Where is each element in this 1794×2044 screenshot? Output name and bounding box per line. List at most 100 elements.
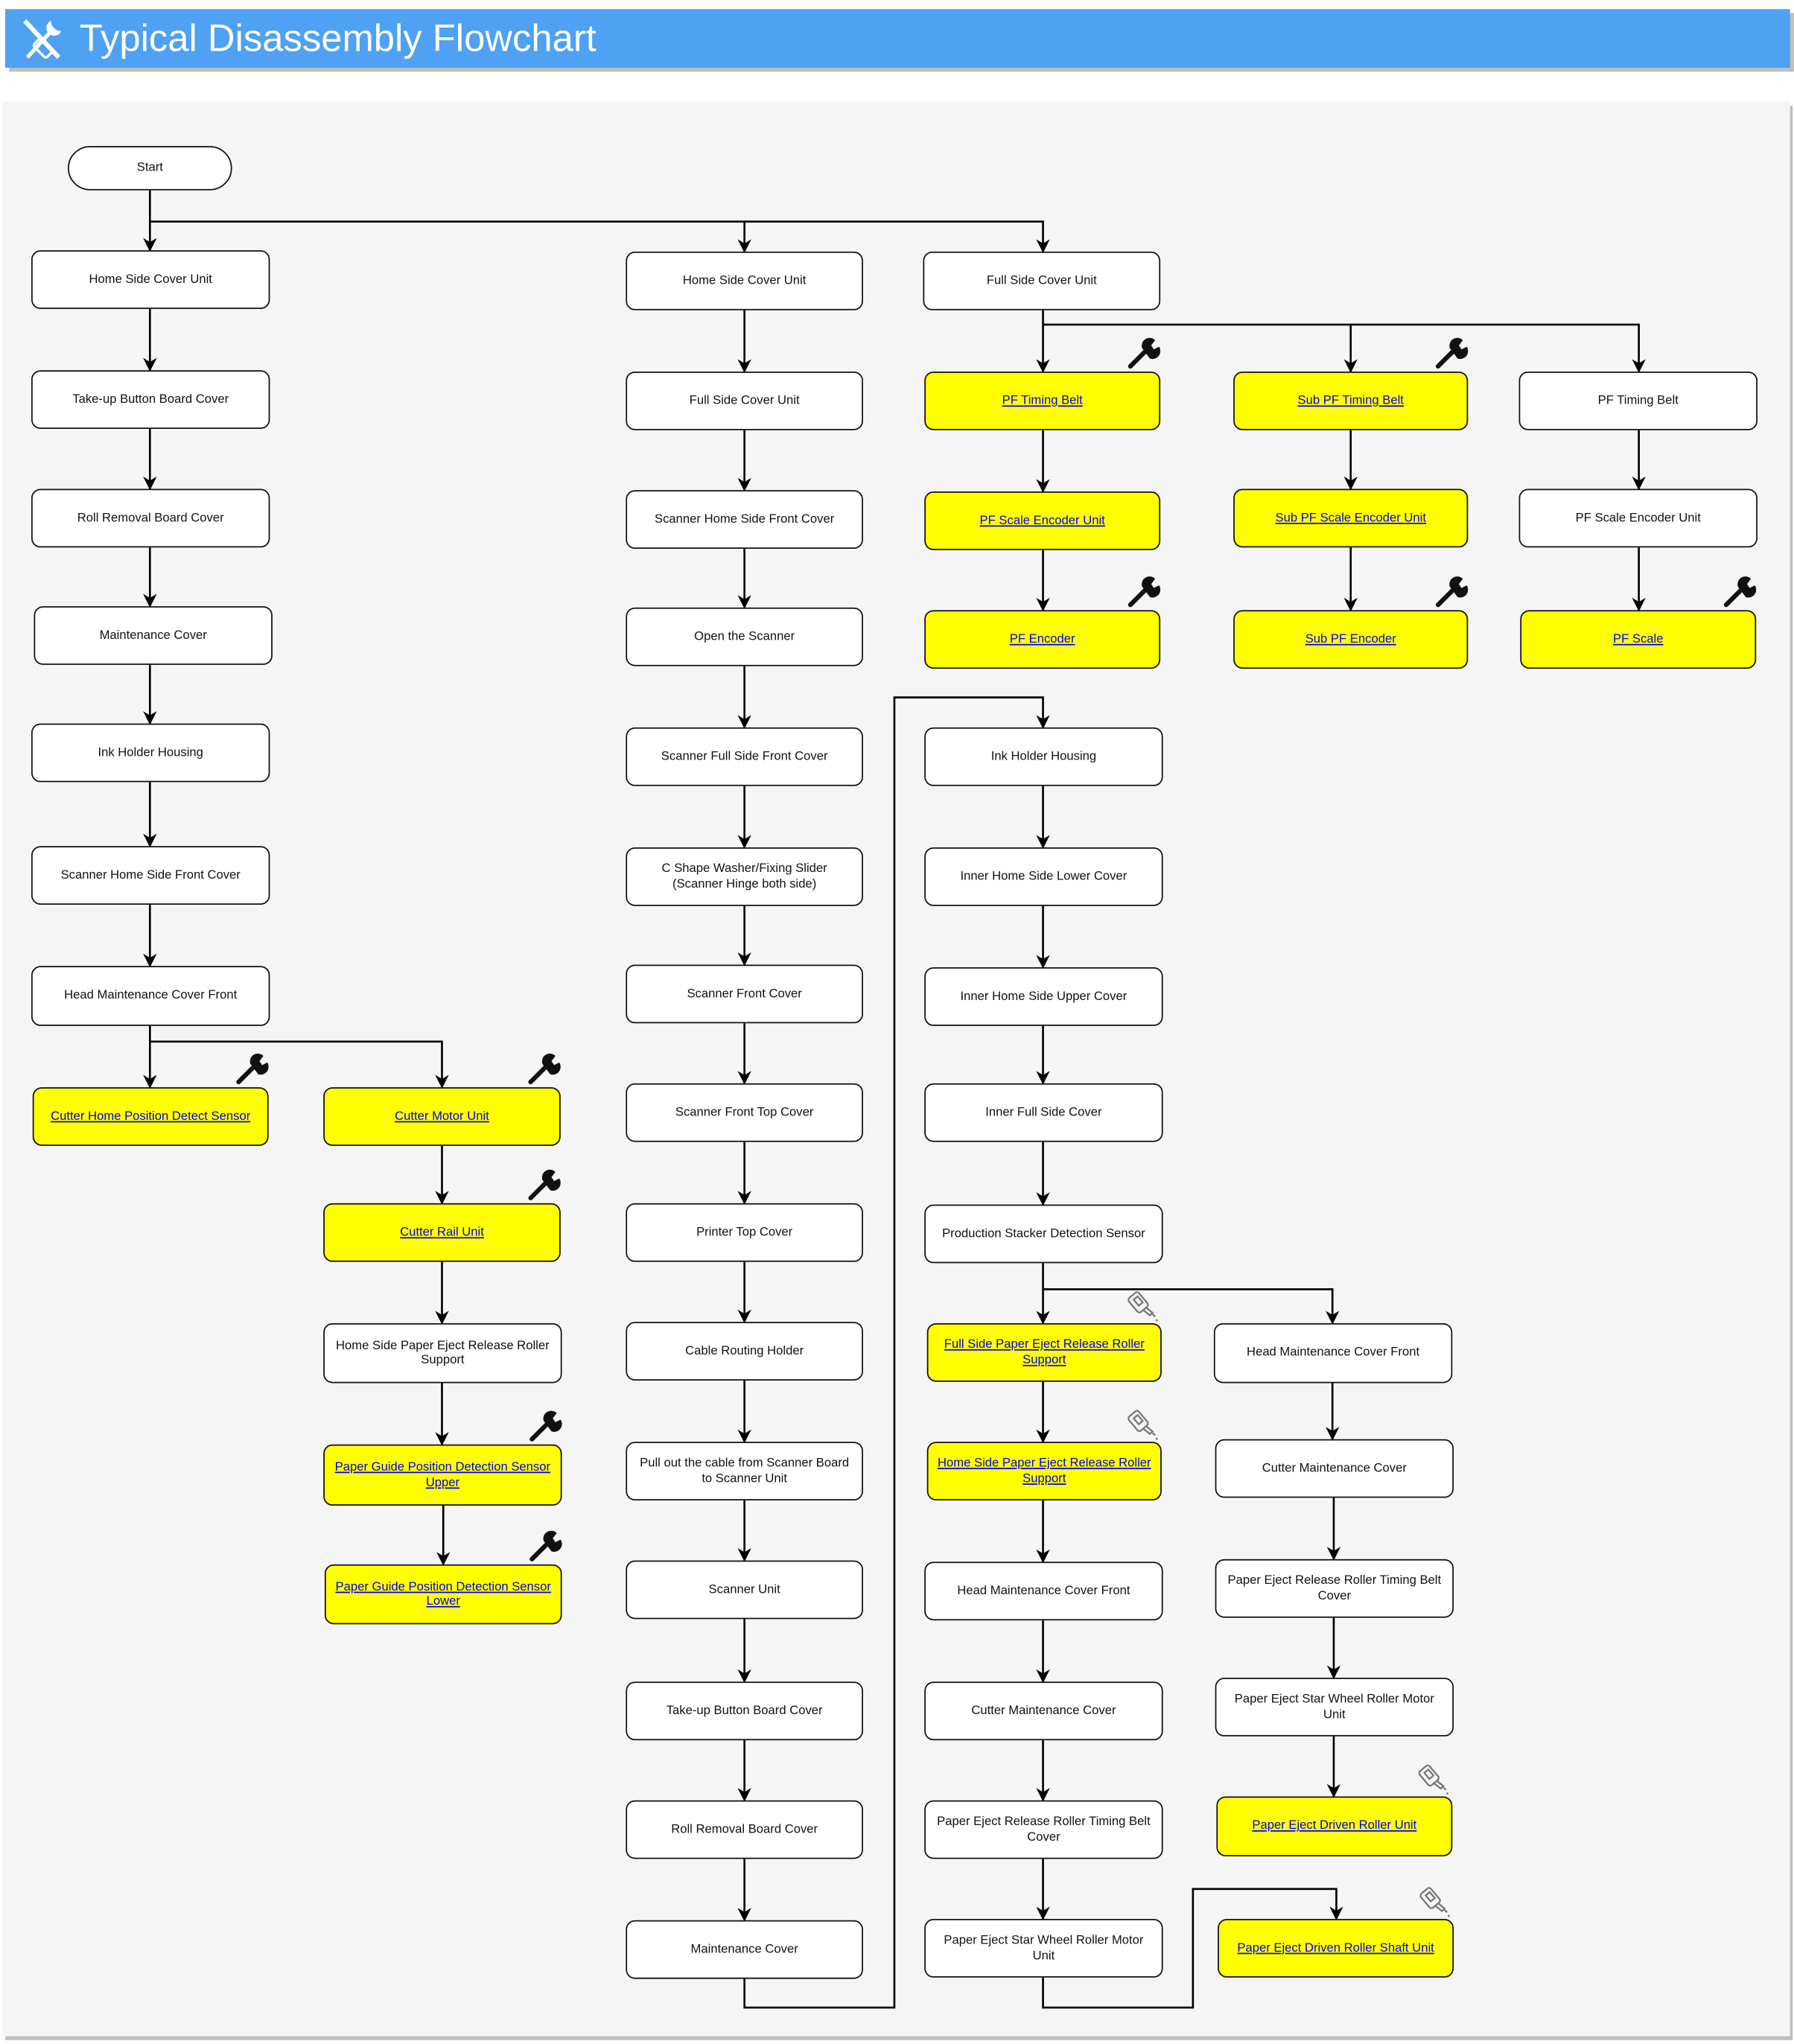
step-label: Head Maintenance Cover Front — [957, 1583, 1130, 1598]
step-node: Home Side Cover Unit — [626, 251, 863, 311]
linked-step-node[interactable]: PF Timing Belt — [924, 371, 1161, 430]
step-node: Roll Removal Board Cover — [31, 488, 270, 548]
step-node: Open the Scanner — [626, 607, 863, 666]
linked-step-node[interactable]: PF Scale Encoder Unit — [924, 491, 1161, 550]
step-node: Pull out the cable from Scanner Board to… — [626, 1442, 863, 1501]
step-node: Paper Eject Star Wheel Roller Motor Unit — [924, 1919, 1163, 1978]
step-label: PF Scale Encoder Unit — [1575, 510, 1701, 526]
step-node: Scanner Home Side Front Cover — [626, 490, 863, 550]
start-terminal: Start — [68, 146, 232, 191]
step-link[interactable]: PF Scale Encoder Unit — [979, 513, 1105, 528]
step-node: Inner Home Side Lower Cover — [924, 847, 1163, 906]
connector-arrow — [150, 1040, 449, 1089]
step-node: Inner Full Side Cover — [924, 1083, 1163, 1142]
step-label: Paper Eject Release Roller Timing Belt C… — [1227, 1573, 1442, 1603]
step-label: Inner Full Side Cover — [985, 1105, 1102, 1120]
wrench-icon — [1723, 575, 1757, 609]
step-link[interactable]: Paper Eject Driven Roller Shaft Unit — [1237, 1940, 1434, 1955]
step-label: Start — [136, 160, 163, 176]
step-link[interactable]: PF Timing Belt — [1002, 393, 1083, 408]
step-node: Paper Eject Release Roller Timing Belt C… — [924, 1800, 1163, 1859]
step-node: Take-up Button Board Cover — [31, 370, 270, 429]
step-label: Take-up Button Board Cover — [72, 392, 229, 407]
linked-step-node[interactable]: Sub PF Timing Belt — [1233, 371, 1469, 430]
step-node: PF Timing Belt — [1518, 371, 1758, 430]
step-node: Printer Top Cover — [626, 1203, 863, 1262]
step-label: Scanner Home Side Front Cover — [60, 867, 241, 882]
step-link[interactable]: PF Scale — [1612, 631, 1664, 646]
step-label: PF Timing Belt — [1597, 393, 1679, 408]
linked-step-node[interactable]: Paper Eject Driven Roller Shaft Unit — [1218, 1919, 1454, 1978]
step-label: Paper Eject Star Wheel Roller Motor Unit — [944, 1933, 1144, 1963]
step-link[interactable]: Sub PF Timing Belt — [1297, 393, 1404, 408]
step-label: Head Maintenance Cover Front — [64, 988, 238, 1003]
wrench-icon — [527, 1052, 561, 1086]
step-node: Full Side Cover Unit — [626, 371, 863, 430]
linked-step-node[interactable]: Sub PF Scale Encoder Unit — [1233, 488, 1469, 548]
step-node: Head Maintenance Cover Front — [31, 966, 270, 1026]
step-label: C Shape Washer/Fixing Slider (Scanner Hi… — [661, 862, 827, 891]
step-label: Paper Eject Star Wheel Roller Motor Unit — [1234, 1692, 1434, 1722]
step-label: Cable Routing Holder — [685, 1343, 804, 1358]
step-label: Scanner Front Cover — [687, 986, 802, 1002]
linked-step-node[interactable]: Paper Eject Driven Roller Unit — [1216, 1796, 1453, 1856]
step-label: Scanner Full Side Front Cover — [661, 749, 828, 764]
step-link[interactable]: Sub PF Encoder — [1305, 631, 1396, 646]
step-label: Cutter Maintenance Cover — [971, 1703, 1116, 1718]
step-link[interactable]: Home Side Paper Eject Release Roller Sup… — [937, 1456, 1151, 1486]
step-link[interactable]: Paper Guide Position Detection Sensor Up… — [334, 1459, 551, 1490]
linked-step-node[interactable]: Cutter Rail Unit — [323, 1203, 561, 1262]
wrench-icon — [528, 1529, 562, 1564]
linked-step-node[interactable]: Full Side Paper Eject Release Roller Sup… — [926, 1322, 1162, 1382]
step-label: Head Maintenance Cover Front — [1247, 1346, 1420, 1360]
step-label: Roll Removal Board Cover — [77, 510, 224, 526]
wrench-icon — [1434, 575, 1469, 609]
step-node: Home Side Cover Unit — [31, 250, 270, 309]
linked-step-node[interactable]: PF Scale — [1520, 610, 1757, 669]
step-link[interactable]: Paper Guide Position Detection Sensor Lo… — [335, 1579, 551, 1609]
linked-step-node[interactable]: Paper Guide Position Detection Sensor Up… — [323, 1444, 562, 1506]
step-node: Scanner Home Side Front Cover — [31, 846, 270, 905]
step-node: Cutter Maintenance Cover — [924, 1681, 1163, 1741]
step-label: Scanner Home Side Front Cover — [655, 512, 835, 526]
linked-step-node[interactable]: PF Encoder — [924, 610, 1161, 669]
step-label: Maintenance Cover — [690, 1942, 798, 1957]
step-node: Scanner Front Top Cover — [626, 1083, 863, 1142]
step-label: Ink Holder Housing — [98, 745, 203, 760]
tools-icon — [23, 19, 62, 60]
step-node: Cable Routing Holder — [626, 1322, 863, 1381]
step-link[interactable]: Cutter Rail Unit — [400, 1225, 484, 1240]
connector-arrow — [1043, 1288, 1340, 1325]
step-node: Scanner Full Side Front Cover — [626, 727, 863, 786]
linked-step-node[interactable]: Home Side Paper Eject Release Roller Sup… — [926, 1442, 1162, 1501]
linked-step-node[interactable]: Paper Guide Position Detection Sensor Lo… — [324, 1564, 562, 1625]
diagram-canvas — [2, 101, 1790, 2037]
step-node: Production Stacker Detection Sensor — [924, 1204, 1163, 1264]
connector-arrow — [150, 220, 751, 253]
wrench-icon — [1434, 337, 1469, 371]
step-link[interactable]: Cutter Home Position Detect Sensor — [51, 1109, 251, 1124]
step-link[interactable]: PF Encoder — [1009, 631, 1075, 646]
step-node: Scanner Unit — [626, 1560, 863, 1620]
step-label: Inner Home Side Lower Cover — [960, 869, 1127, 884]
step-node: Cutter Maintenance Cover — [1215, 1439, 1454, 1498]
step-node: Paper Eject Star Wheel Roller Motor Unit — [1215, 1678, 1454, 1736]
step-label: Home Side Cover Unit — [89, 272, 212, 287]
page-title: Typical Disassembly Flowchart — [79, 18, 597, 60]
step-label: Paper Eject Release Roller Timing Belt C… — [937, 1814, 1151, 1844]
step-link[interactable]: Full Side Paper Eject Release Roller Sup… — [944, 1337, 1145, 1367]
step-node: C Shape Washer/Fixing Slider (Scanner Hi… — [626, 847, 863, 906]
step-label: Ink Holder Housing — [990, 749, 1097, 764]
step-link[interactable]: Paper Eject Driven Roller Unit — [1252, 1818, 1417, 1833]
step-label: Maintenance Cover — [99, 628, 207, 643]
step-node: Ink Holder Housing — [31, 723, 270, 783]
oil-bottle-icon — [1418, 1761, 1453, 1795]
step-label: Pull out the cable from Scanner Board to… — [640, 1456, 850, 1486]
step-link[interactable]: Sub PF Scale Encoder Unit — [1275, 510, 1426, 526]
step-link[interactable]: Cutter Motor Unit — [395, 1109, 489, 1124]
linked-step-node[interactable]: Cutter Home Position Detect Sensor — [32, 1087, 269, 1146]
linked-step-node[interactable]: Sub PF Encoder — [1233, 610, 1469, 669]
wrench-icon — [528, 1410, 562, 1444]
linked-step-node[interactable]: Cutter Motor Unit — [323, 1087, 561, 1146]
